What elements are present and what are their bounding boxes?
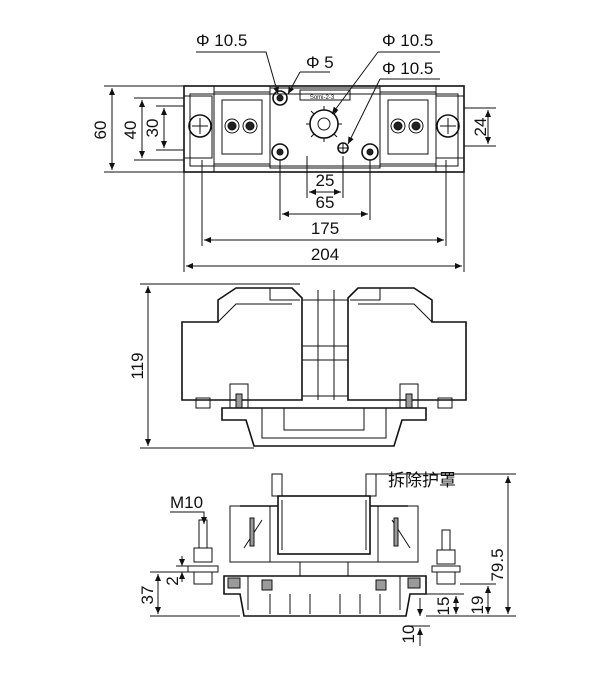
right-stud	[431, 529, 461, 585]
dim-w25: 25	[316, 171, 335, 190]
dim-h19: 19	[468, 596, 487, 615]
left-stud	[187, 519, 219, 585]
dim-w204: 204	[311, 245, 339, 264]
dim-h15: 15	[434, 597, 453, 616]
dim-h2: 2	[163, 576, 182, 585]
dim-h30: 30	[143, 119, 162, 138]
side-view	[187, 473, 461, 617]
side-view-dimensions: 拆除护罩 M10 37 2 79.5 19 15 10	[138, 471, 516, 646]
dim-phi-10-5-b: Φ 10.5	[382, 31, 433, 50]
remove-cover-caption: 拆除护罩	[388, 471, 456, 491]
dim-h24: 24	[471, 118, 490, 137]
dim-h37: 37	[138, 586, 157, 605]
dim-w65: 65	[316, 193, 335, 212]
front-view	[181, 287, 467, 447]
dim-h119: 119	[128, 352, 147, 379]
top-view-dimensions: Φ 10.5 Φ 5 Φ 10.5 Φ 10.5 60 40 30 24 25 …	[91, 31, 496, 272]
dim-phi-10-5-c: Φ 10.5	[382, 59, 433, 78]
dim-w175: 175	[311, 219, 339, 238]
front-view-dimensions: 119	[128, 283, 300, 449]
svg-text:Somi-2-3: Somi-2-3	[310, 95, 335, 101]
dim-h60: 60	[91, 121, 110, 140]
dim-h40: 40	[121, 121, 140, 140]
dim-phi-5: Φ 5	[306, 53, 334, 72]
dim-h79-5: 79.5	[488, 548, 507, 581]
dim-m10: M10	[170, 493, 203, 512]
top-view: Somi-2-3	[183, 85, 465, 173]
dim-h10: 10	[399, 625, 418, 644]
dim-phi-10-5-a: Φ 10.5	[196, 31, 247, 50]
